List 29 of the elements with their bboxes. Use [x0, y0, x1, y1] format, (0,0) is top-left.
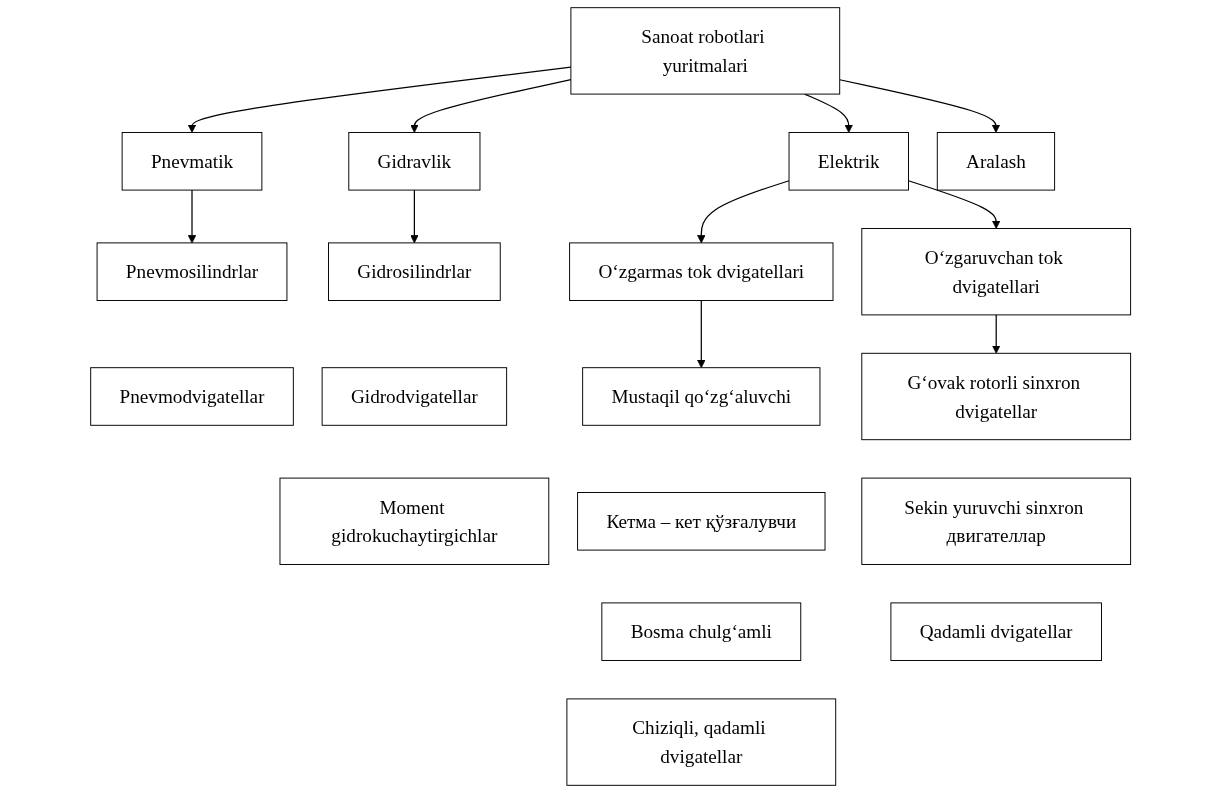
arrow [410, 189, 419, 244]
node-box: Sanoat robotlari yuritmalari [570, 7, 841, 95]
node-box: G‘ovak rotorli sinxron dvigatellar [861, 352, 1132, 441]
node-box: O‘zgaruvchan tok dvigatellari [861, 228, 1132, 316]
node-box: Mustaqil qo‘zg‘aluvchi [582, 367, 821, 426]
node-box: Moment gidrokuchaytirgichlar [279, 477, 550, 565]
arrow [697, 180, 790, 244]
node-box: Elektrik [788, 132, 910, 191]
node-box: Pnevmodvigatellar [90, 367, 295, 426]
node-box: Sekin yuruvchi sinxron двигателлар [861, 477, 1132, 565]
arrow [188, 189, 197, 244]
arrow [992, 314, 1001, 354]
arrow [188, 66, 572, 133]
arrow [410, 79, 572, 133]
arrow [697, 299, 706, 369]
node-box: Qadamli dvigatellar [890, 602, 1103, 661]
node-box: Gidrodvigatellar [322, 367, 508, 426]
arrow [804, 93, 854, 133]
arrow [908, 180, 1001, 229]
node-box: Aralash [937, 132, 1056, 191]
node-box: Кетма – кет қўзғалувчи [577, 492, 826, 551]
node-box: Gidravlik [348, 132, 481, 191]
node-box: Chiziqli, qadamli dvigatellar [566, 698, 837, 786]
node-box: Bosma chulg‘amli [601, 602, 802, 661]
node-box: Pnevmatik [122, 132, 263, 191]
node-box: Gidrosilindrlar [328, 242, 502, 301]
arrow [839, 79, 1001, 133]
node-box: Pnevmosilindrlar [96, 242, 288, 301]
node-box: O‘zgarmas tok dvigatellari [569, 242, 834, 301]
